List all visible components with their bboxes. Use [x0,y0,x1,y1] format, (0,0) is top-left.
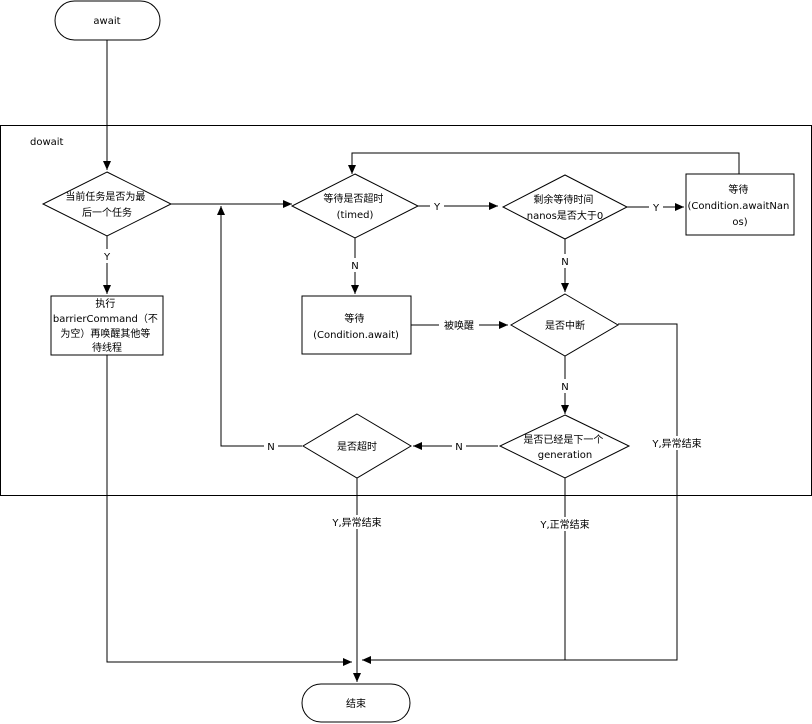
svg-text:被唤醒: 被唤醒 [444,319,474,332]
svg-text:Y: Y [652,203,660,214]
svg-text:Y: Y [433,202,441,213]
label-interrupted-no: N [558,379,572,393]
edge-interrupted-yes [362,323,678,664]
decision-is-last-task-label: 当前任务是否为最 后一个任务 [65,190,148,219]
label-interrupted-yes: Y,异常结束 [648,436,706,450]
decision-nanos-remaining: 剩余等待时间 nanos是否大于0 [501,174,629,240]
svg-text:N: N [267,442,274,453]
process-condition-await-label: 等待 (Condition.await) [313,312,399,341]
start-terminator: await [54,0,161,41]
svg-text:Y,异常结束: Y,异常结束 [331,516,381,529]
label-nanos-no: N [558,254,572,268]
decision-is-next-generation: 是否已经是下一个 generation [498,414,631,479]
label-timeout-yes: Y,异常结束 [328,515,386,529]
edge-barrier-to-end [106,355,352,666]
process-condition-await-nanos-label: 等待 (Condition.awaitNan os) [687,183,792,228]
label-generation-yes: Y,正常结束 [535,517,595,531]
decision-nanos-remaining-label: 剩余等待时间 nanos是否大于0 [527,193,604,222]
decision-is-timeout: 是否超时 [302,413,412,479]
end-terminator: 结束 [301,683,411,723]
svg-text:Y,正常结束: Y,正常结束 [539,518,589,531]
edge-await-nanos-loop [348,152,740,174]
svg-text:N: N [455,442,462,453]
decision-is-timeout-label: 是否超时 [337,440,377,453]
end-label: 结束 [346,697,366,710]
decision-is-next-generation-label: 是否已经是下一个 generation [523,433,606,461]
decision-is-timed-label: 等待是否超时 (timed) [323,192,386,221]
svg-text:N: N [561,382,568,393]
process-condition-await-nanos: 等待 (Condition.awaitNan os) [685,173,795,236]
container-label: dowait [30,137,64,148]
label-generation-no: N [452,439,466,453]
label-timed-yes: Y [430,199,444,213]
decision-is-interrupted-label: 是否中断 [545,319,585,332]
label-timed-no: N [348,258,362,272]
svg-text:Y: Y [103,252,111,263]
process-condition-await: 等待 (Condition.await) [301,295,412,355]
decision-is-last-task: 当前任务是否为最 后一个任务 [41,171,173,237]
decision-is-timed: 等待是否超时 (timed) [290,173,420,239]
label-timeout-no: N [264,439,278,453]
edge-timeout-no [217,206,302,447]
label-nanos-yes: Y [649,200,663,214]
svg-text:Y,异常结束: Y,异常结束 [651,437,701,450]
svg-text:N: N [351,261,358,272]
svg-text:N: N [561,257,568,268]
process-barrier-command-label: 执行 barrierCommand（不 为空）再唤醒其他等 待线程 [53,297,161,354]
label-woken: 被唤醒 [439,318,479,332]
start-label: await [93,16,120,27]
decision-is-interrupted: 是否中断 [509,293,619,357]
process-barrier-command: 执行 barrierCommand（不 为空）再唤醒其他等 待线程 [50,295,164,356]
label-last-task-yes: Y [100,249,114,263]
